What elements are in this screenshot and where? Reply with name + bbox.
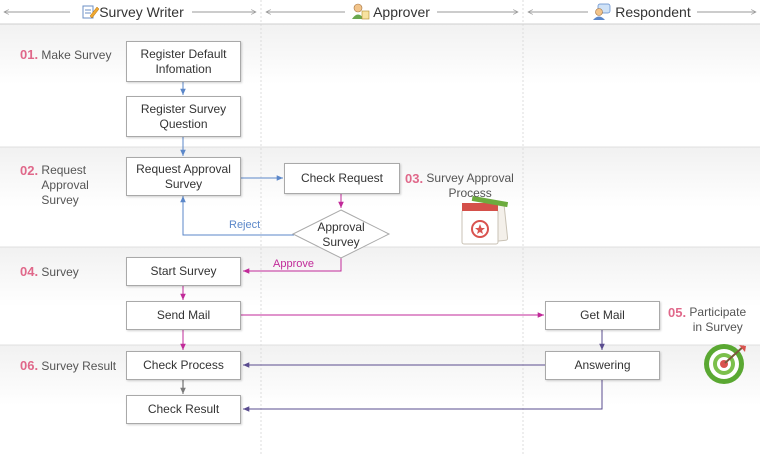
step-01: 01. Make Survey bbox=[20, 47, 111, 63]
step-05: 05. Participate in Survey bbox=[668, 305, 758, 335]
step-number: 05. bbox=[668, 305, 687, 320]
lane-title-survey-writer: Survey Writer bbox=[99, 4, 184, 20]
approver-icon bbox=[352, 3, 370, 20]
step-number: 04. bbox=[20, 264, 39, 279]
answering-box: Answering bbox=[545, 351, 660, 380]
step-02: 02. Request Approval Survey bbox=[20, 163, 110, 208]
step-03: 03. Survey Approval Process bbox=[405, 171, 520, 201]
lane-header-survey-writer: Survey Writer bbox=[70, 0, 192, 24]
step-label: Survey Result bbox=[41, 359, 117, 373]
approval-diamond-shape bbox=[291, 209, 391, 259]
register-default-info-box: Register Default Infomation bbox=[126, 41, 241, 82]
lane-header-respondent: Respondent bbox=[588, 0, 697, 24]
step-label: Make Survey bbox=[41, 48, 112, 62]
step-number: 06. bbox=[20, 358, 39, 373]
lane-header-approver: Approver bbox=[345, 0, 437, 24]
approval-survey-diamond-label: Approval Survey bbox=[317, 220, 365, 249]
step-label: Request Approval Survey bbox=[41, 163, 89, 207]
step-number: 03. bbox=[405, 171, 424, 186]
step-label: Survey Approval Process bbox=[426, 171, 514, 200]
register-survey-question-box: Register Survey Question bbox=[126, 96, 241, 137]
reject-flow-label: Reject bbox=[229, 219, 261, 231]
writer-icon bbox=[82, 5, 100, 19]
step-04: 04. Survey bbox=[20, 264, 79, 280]
step-label: Survey bbox=[41, 265, 79, 279]
step-number: 02. bbox=[20, 163, 39, 178]
lane-title-approver: Approver bbox=[373, 4, 430, 20]
check-process-box: Check Process bbox=[126, 351, 241, 380]
approve-flow-label: Approve bbox=[273, 258, 314, 270]
step-label: Participate in Survey bbox=[689, 305, 747, 334]
lane-title-respondent: Respondent bbox=[615, 4, 691, 20]
step-06: 06. Survey Result bbox=[20, 358, 116, 374]
check-request-box: Check Request bbox=[284, 163, 400, 194]
respondent-icon bbox=[593, 3, 611, 20]
approval-document-icon bbox=[461, 195, 509, 245]
start-survey-box: Start Survey bbox=[126, 257, 241, 286]
request-approval-survey-box: Request Approval Survey bbox=[126, 157, 241, 196]
send-mail-box: Send Mail bbox=[126, 301, 241, 330]
step-number: 01. bbox=[20, 47, 39, 62]
target-icon bbox=[704, 344, 746, 384]
check-result-box: Check Result bbox=[126, 395, 241, 424]
get-mail-box: Get Mail bbox=[545, 301, 660, 330]
